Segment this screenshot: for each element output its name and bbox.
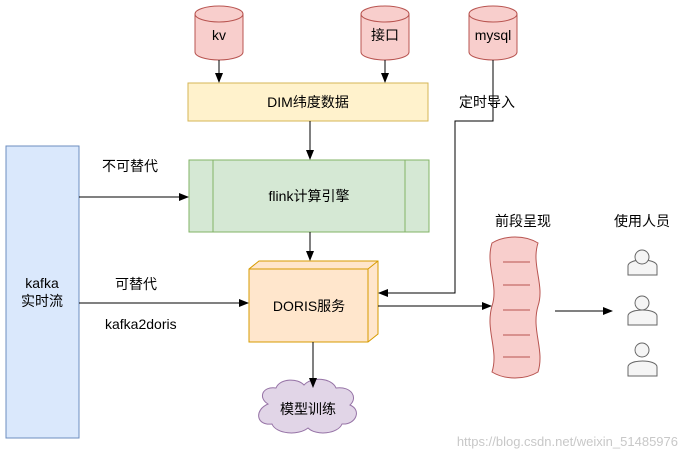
kafka-box: kafka 实时流 (5, 145, 80, 439)
model-training-cloud: 模型训练 (258, 378, 357, 434)
edge-label-kafka2doris: kafka2doris (105, 316, 177, 332)
kafka-label-line2: 实时流 (21, 293, 63, 309)
dim-box: DIM纬度数据 (187, 82, 429, 122)
mysql-label: mysql (475, 27, 512, 43)
jiekou-label: 接口 (371, 27, 399, 43)
user-icon (627, 342, 658, 377)
doris-label: DORIS服务 (273, 298, 345, 314)
edge-label-scheduled-import: 定时导入 (459, 94, 515, 110)
model-label: 模型训练 (280, 401, 336, 417)
dim-label: DIM纬度数据 (267, 94, 349, 110)
watermark: https://blog.csdn.net/weixin_51485976 (457, 434, 678, 449)
kv-database: kv (194, 5, 244, 61)
frontend-document (489, 236, 541, 379)
edge-label-replaceable: 可替代 (115, 276, 157, 292)
flink-label: flink计算引擎 (269, 188, 350, 204)
frontend-label: 前段呈现 (495, 213, 551, 229)
user-icon (627, 249, 658, 276)
kafka-label-line1: kafka (25, 275, 59, 291)
mysql-database: mysql (468, 5, 518, 61)
users-label: 使用人员 (614, 213, 670, 229)
user-icon (627, 295, 658, 326)
jiekou-database: 接口 (360, 5, 410, 61)
edge-mysql-to-doris (378, 60, 494, 297)
doris-box: DORIS服务 (248, 260, 379, 343)
flink-box: flink计算引擎 (188, 159, 430, 233)
edge-label-not-replaceable: 不可替代 (102, 158, 158, 174)
kv-label: kv (212, 27, 226, 43)
